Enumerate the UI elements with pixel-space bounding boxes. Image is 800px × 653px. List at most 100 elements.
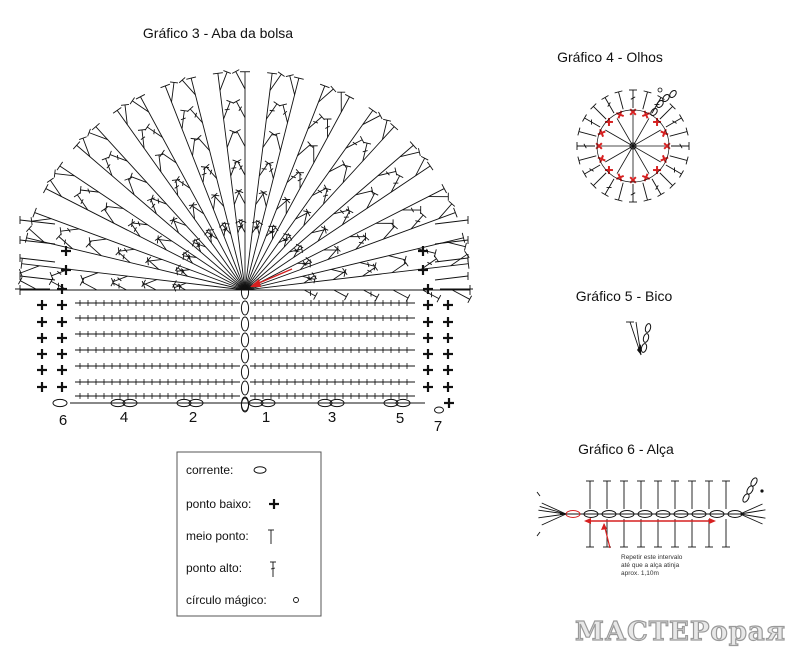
fan-stitch (366, 191, 379, 209)
stitch-cap (669, 182, 676, 189)
outer-stitch-left (19, 275, 56, 281)
stitch-stem (269, 73, 282, 91)
stitch-stem (219, 71, 228, 91)
sc-plus-right (423, 284, 433, 294)
stitch-cap (170, 216, 175, 225)
sc-plus-right (423, 300, 433, 310)
stitch-stem (421, 258, 437, 270)
fan-ray (140, 96, 246, 291)
stitch-cap (342, 267, 348, 276)
fan-stitch (362, 111, 383, 125)
stitch-cap (334, 245, 341, 252)
fan-ray (244, 96, 350, 291)
stitch-stem (584, 164, 601, 175)
stitch-cap (685, 127, 689, 136)
eye-outer-stitch (614, 90, 624, 110)
fan-stitch (421, 255, 440, 270)
stitch-stem (213, 195, 225, 207)
fan-ray (244, 165, 431, 291)
stitch-stem (345, 139, 363, 149)
fan-stitch (391, 259, 409, 274)
stitch-stem (328, 163, 345, 173)
stitch-stem (236, 131, 246, 147)
strap-stitch-top (705, 480, 713, 509)
stitch-cap (234, 189, 243, 194)
spine-chain (240, 348, 250, 364)
fan-stitch (342, 208, 354, 225)
stitch-cap (79, 136, 87, 140)
stitch-cross (151, 203, 156, 208)
stitch-cross (358, 241, 364, 244)
stitch-cap (59, 227, 62, 236)
stitch-stem (669, 155, 688, 161)
stitch-cross (270, 230, 275, 234)
stitch-stem (400, 151, 420, 158)
start-arrow-head (250, 279, 261, 287)
stitch-stem (206, 231, 218, 240)
stitch-stem (106, 206, 124, 209)
g6-note-line-2: até que a alça atinja (621, 562, 680, 569)
stitch-cap (178, 77, 186, 84)
strap-stitch-top (688, 480, 696, 509)
fan-stitch (159, 149, 177, 164)
stitch-stem (578, 131, 597, 137)
start-arrow (250, 268, 293, 287)
fan-stitch (428, 192, 449, 201)
stitch-cap (108, 150, 112, 159)
stitch-stem (258, 162, 269, 177)
fan-ray-cap (461, 232, 466, 243)
stitch-cross (140, 136, 146, 140)
stitch-stem (333, 209, 349, 215)
stitch-cap (80, 274, 85, 283)
fan-stitch (309, 145, 318, 163)
strap-chain (637, 510, 653, 518)
stitch-stem (363, 289, 378, 298)
stitch-stem (410, 214, 424, 230)
fan-stitch (234, 189, 246, 205)
stitch-cap (210, 192, 218, 199)
stitch-stem (303, 275, 315, 284)
fan-stitch (307, 113, 325, 130)
strap-stitch-top (603, 480, 611, 509)
beak-chain (640, 343, 648, 353)
sc-plus-left (37, 365, 47, 375)
eye-tail-chain (662, 94, 670, 102)
stitch-stem (278, 236, 291, 244)
strap-end-fan (739, 509, 766, 515)
stitch-cross (322, 194, 329, 197)
stitch-cross (67, 227, 71, 233)
fan-stitch (332, 267, 348, 280)
stitch-stem (391, 262, 407, 274)
stitch-cap (88, 237, 91, 246)
stitch-cap (679, 170, 684, 178)
stitch-cross (180, 117, 186, 121)
fan-stitch (422, 289, 442, 303)
fan-stitch (282, 199, 291, 214)
stitch-stem (269, 163, 274, 179)
strap-stitch-top (722, 480, 730, 509)
fan-stitch (400, 148, 421, 158)
stitch-cross (410, 207, 414, 213)
stitch-cross (269, 168, 274, 173)
stitch-cap (137, 129, 146, 131)
stitch-cap (111, 277, 115, 286)
stitch-stem (355, 237, 367, 250)
fan-ray (244, 188, 445, 291)
g6-note-line-1: Repetir este intervalo (621, 554, 683, 561)
stitch-cap (277, 71, 285, 77)
stitch-stem (415, 158, 426, 177)
stitch-stem (604, 178, 615, 195)
eye-inner-ray (605, 145, 634, 163)
stitch-cap (363, 141, 372, 145)
strap-end-cap (536, 491, 541, 497)
eye-tail-chain (656, 100, 664, 108)
stitch-cap (233, 159, 242, 164)
fan-ray (244, 212, 456, 291)
stitch-cap (433, 255, 440, 263)
stitch-cross (255, 225, 260, 230)
fan-stitch (269, 71, 285, 91)
fan-stitch (272, 132, 281, 151)
eye-outer-stitch (590, 103, 607, 120)
stitch-stem (197, 137, 210, 151)
